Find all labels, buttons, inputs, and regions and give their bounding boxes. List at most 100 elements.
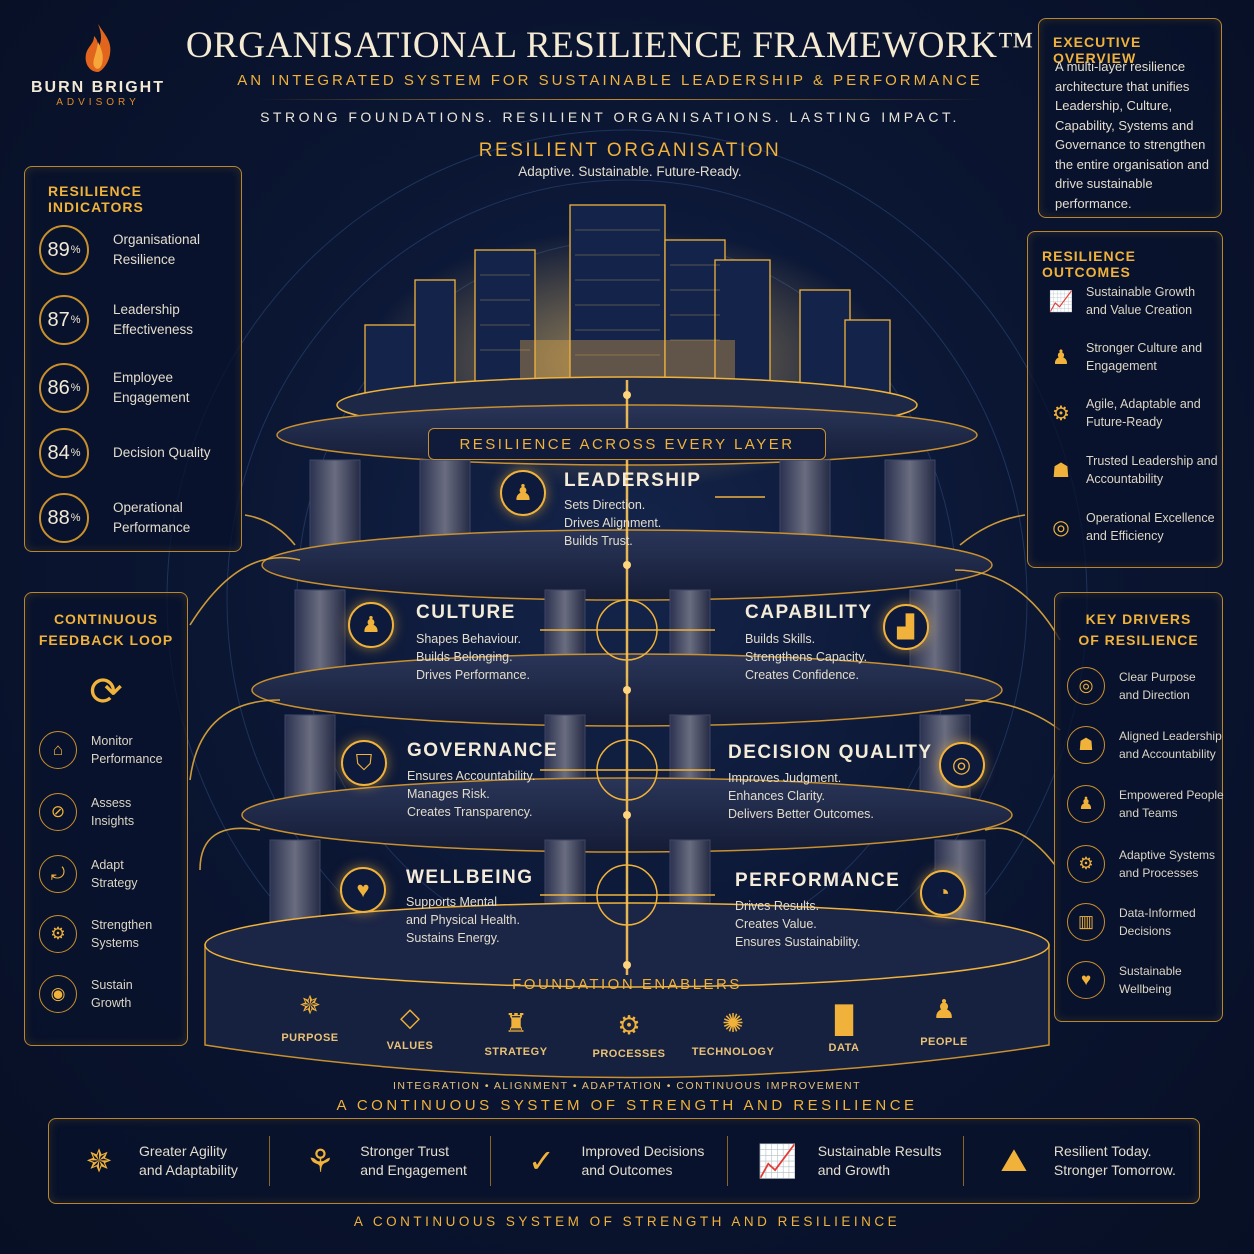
outcome-item: ♟ Stronger Culture and Engagement xyxy=(1042,338,1218,376)
adapt-icon: ⤾ xyxy=(39,855,77,893)
leader-icon: ☗ xyxy=(1067,726,1105,764)
page-subtitle: AN INTEGRATED SYSTEM FOR SUSTAINABLE LEA… xyxy=(237,72,983,89)
sustain-icon: ◉ xyxy=(39,975,77,1013)
divider xyxy=(269,1136,271,1186)
gear-icon: ⚙ xyxy=(1067,845,1105,883)
feedback-item: ◉ Sustain Growth xyxy=(39,975,167,1013)
feedback-loop-panel: CONTINUOUS FEEDBACK LOOP ⟳ ⌂ Monitor Per… xyxy=(24,592,188,1046)
layer-performance: PERFORMANCE Drives Results. Creates Valu… xyxy=(735,870,967,951)
people-icon: ♟ xyxy=(932,994,956,1024)
outcome-item: ⚙ Agile, Adaptable and Future-Ready xyxy=(1042,394,1218,432)
enabler-processes: ⚙ PROCESSES xyxy=(584,1010,674,1060)
indicator-gauge: 89% xyxy=(39,225,89,275)
diamond-icon: ◇ xyxy=(400,1002,420,1032)
assess-icon: ⊘ xyxy=(39,793,77,831)
enabler-strategy: ♜ STRATEGY xyxy=(471,1008,561,1058)
cycle-icon: ⟳ xyxy=(89,670,123,714)
outcome-item: ☗ Trusted Leadership and Accountability xyxy=(1042,451,1218,489)
strengthen-icon: ⚙ xyxy=(39,915,77,953)
executive-title: EXECUTIVE OVERVIEW xyxy=(1053,34,1142,66)
benefits-bar: ✵ Greater Agility and Adaptability ⚘ Str… xyxy=(48,1118,1200,1204)
brand-logo: BURN BRIGHT ADVISORY xyxy=(28,22,168,108)
executive-text: A multi-layer resilience architecture th… xyxy=(1055,59,1209,211)
driver-item: ☗ Aligned Leadership and Accountability xyxy=(1067,726,1229,764)
footer-slogan: A CONTINUOUS SYSTEM OF STRENGTH AND RESI… xyxy=(353,1214,901,1229)
title-divider xyxy=(255,99,985,100)
layer-leadership: ♟ LEADERSHIP Sets Direction. Drives Alig… xyxy=(500,470,701,550)
mountain-icon: ⛰ xyxy=(1000,1142,1028,1178)
target-icon: ◎ xyxy=(938,742,985,788)
benefit-item: ✵ Greater Agility and Adaptability xyxy=(69,1142,249,1180)
check-icon: ✓ xyxy=(528,1143,555,1179)
feedback-item: ⚙ Strengthen Systems xyxy=(39,915,167,953)
page-tagline: STRONG FOUNDATIONS. RESILIENT ORGANISATI… xyxy=(260,109,960,125)
handshake-icon: ⚘ xyxy=(305,1143,335,1179)
feedback-item: ⌂ Monitor Performance xyxy=(39,731,167,769)
driver-item: ⚙ Adaptive Systems and Processes xyxy=(1067,845,1219,883)
benefit-item: ⚘ Stronger Trust and Engagement xyxy=(290,1142,470,1180)
indicator-label: Organisational Resilience xyxy=(113,232,201,267)
enabler-people: ♟ PEOPLE xyxy=(899,994,989,1048)
indicators-panel: RESILIENCE INDICATORS 89% Organisational… xyxy=(24,166,242,552)
base-slogan: A CONTINUOUS SYSTEM OF STRENGTH AND RESI… xyxy=(336,1097,918,1114)
outcome-item: 📈 Sustainable Growth and Value Creation xyxy=(1042,282,1218,320)
layer-capability: CAPABILITY Builds Skills. Strengthens Ca… xyxy=(745,602,929,684)
indicator-row: 84% Decision Quality xyxy=(39,428,233,478)
brand-name: BURN BRIGHT xyxy=(31,79,165,96)
indicator-gauge: 86% xyxy=(39,363,89,413)
heart-icon: ♥ xyxy=(1067,961,1105,999)
driver-item: ▥ Data-Informed Decisions xyxy=(1067,903,1219,941)
driver-item: ♟ Empowered People and Teams xyxy=(1067,785,1229,823)
people-icon: ♟ xyxy=(348,602,394,648)
divider xyxy=(490,1136,492,1186)
indicator-gauge: 87% xyxy=(39,295,89,345)
indicator-row: 88% Operational Performance xyxy=(39,493,233,543)
flame-icon xyxy=(85,24,111,72)
foundation-title: FOUNDATION ENABLERS xyxy=(512,976,742,993)
resilient-org-sub: Adaptive. Sustainable. Future-Ready. xyxy=(518,164,742,179)
team-icon: ♟ xyxy=(500,470,546,516)
base-principles: INTEGRATION • ALIGNMENT • ADAPTATION • C… xyxy=(392,1080,862,1092)
indicator-label: Leadership Effectiveness xyxy=(113,302,194,337)
driver-item: ♥ Sustainable Wellbeing xyxy=(1067,961,1209,999)
benefit-item: ✓ Improved Decisions and Outcomes xyxy=(511,1142,706,1180)
indicator-label: Operational Performance xyxy=(113,500,191,535)
indicators-title: RESILIENCE INDICATORS xyxy=(48,183,144,215)
driver-item: ◎ Clear Purpose and Direction xyxy=(1067,667,1219,705)
enabler-data: ▐▌ DATA xyxy=(799,1004,889,1054)
shield-icon: ⛉ xyxy=(341,740,387,786)
drivers-title: KEY DRIVERS OF RESILIENCE xyxy=(1078,611,1199,648)
gear-icon: ⚙ xyxy=(1052,402,1070,425)
executive-overview-panel: EXECUTIVE OVERVIEW A multi-layer resilie… xyxy=(1038,18,1222,218)
network-icon: ✺ xyxy=(722,1008,744,1038)
indicator-row: 86% Employee Engagement xyxy=(39,363,233,413)
monitor-icon: ⌂ xyxy=(39,731,77,769)
outcomes-title: RESILIENCE OUTCOMES xyxy=(1042,248,1137,280)
gear-icon: ⚙ xyxy=(617,1010,641,1040)
enabler-values: ◇ VALUES xyxy=(365,1002,455,1052)
compass-icon: ✵ xyxy=(299,990,321,1020)
bar-chart-icon: ▐▌ xyxy=(825,1004,863,1034)
outcome-item: ◎ Operational Excellence and Efficiency xyxy=(1042,508,1218,546)
divider xyxy=(726,1136,728,1186)
heart-icon: ♥ xyxy=(340,867,386,913)
bar-chart-icon: ▟ xyxy=(882,604,929,650)
enabler-technology: ✺ TECHNOLOGY xyxy=(688,1008,778,1058)
indicator-row: 89% Organisational Resilience xyxy=(39,225,233,275)
growth-chart-icon: 📈 xyxy=(1048,290,1074,313)
brand-sub: ADVISORY xyxy=(56,97,140,108)
layer-wellbeing: ♥ WELLBEING Supports Mental and Physical… xyxy=(340,867,534,947)
indicator-gauge: 84% xyxy=(39,428,89,478)
outcomes-panel: RESILIENCE OUTCOMES 📈 Sustainable Growth… xyxy=(1027,231,1223,568)
enabler-purpose: ✵ PURPOSE xyxy=(265,990,355,1044)
feedback-title: CONTINUOUS FEEDBACK LOOP xyxy=(38,611,174,648)
indicator-label: Employee Engagement xyxy=(113,370,190,405)
layer-decision-quality: DECISION QUALITY Improves Judgment. Enha… xyxy=(728,742,985,823)
benefit-item: ⛰ Resilient Today. Stronger Tomorrow. xyxy=(984,1142,1179,1180)
chart-icon: ▥ xyxy=(1067,903,1105,941)
key-drivers-panel: KEY DRIVERS OF RESILIENCE ◎ Clear Purpos… xyxy=(1054,592,1224,1022)
divider xyxy=(962,1136,964,1186)
people-icon: ♟ xyxy=(1052,346,1070,369)
layer-culture: ♟ CULTURE Shapes Behaviour. Builds Belon… xyxy=(348,602,530,684)
resilient-org-title: RESILIENT ORGANISATION xyxy=(478,140,782,161)
